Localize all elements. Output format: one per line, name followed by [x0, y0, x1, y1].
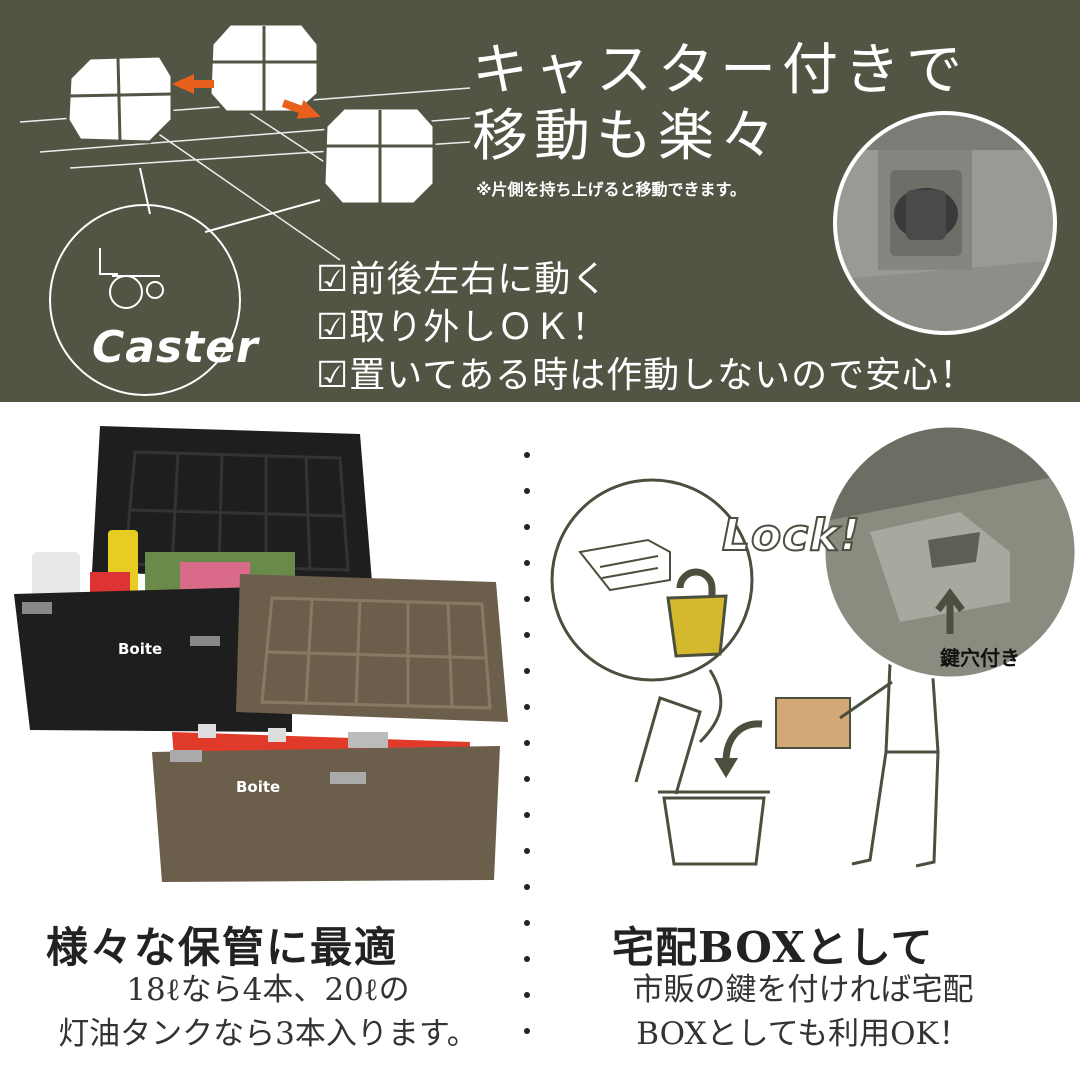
box-icon	[322, 106, 436, 206]
padlock-icon	[666, 568, 728, 658]
delivery-box-illustration	[550, 424, 1078, 868]
arrow-right-icon	[281, 99, 321, 119]
headline: キャスター付きで 移動も楽々	[472, 38, 968, 170]
feature-item: ☑取り外しＯＫ！	[316, 307, 609, 348]
parcel-icon	[775, 697, 851, 749]
curved-arrow-icon	[714, 720, 763, 778]
box-icon	[208, 22, 320, 114]
right-caption-title: 宅配BOXとして	[612, 923, 934, 972]
caster-label: Caster	[92, 322, 259, 373]
arrow-up-icon	[935, 588, 965, 634]
keyhole-photo	[824, 426, 1076, 678]
caster-photo	[833, 111, 1057, 335]
usage-panel: Boite Boite 様々な保管に最適 18ℓなら4本、20ℓの 灯油タンクな…	[0, 402, 1080, 1080]
right-caption-text: 市販の鍵を付ければ宅配 BOXとしても利用OK！	[548, 968, 1058, 1056]
caster-wheel-icon	[99, 248, 164, 309]
keyhole-label: 鍵穴付き	[940, 646, 1020, 670]
moving-boxes-illustration	[19, 22, 470, 396]
box-brand-label: Boite	[118, 640, 163, 658]
lock-label: Lock!	[721, 509, 861, 562]
right-caption-line: BOXとしても利用OK！	[636, 1016, 970, 1052]
caster-note: ※片側を持ち上げると移動できます。	[476, 180, 746, 199]
left-caption-line: 18ℓなら4本、20ℓの	[126, 972, 410, 1008]
right-caption-line: 市販の鍵を付ければ宅配	[632, 972, 974, 1008]
left-caption-text: 18ℓなら4本、20ℓの 灯油タンクなら3本入ります。	[20, 968, 516, 1056]
box-brand-label: Boite	[236, 778, 281, 796]
left-caption-line: 灯油タンクなら3本入ります。	[58, 1016, 478, 1052]
storage-boxes-photo	[14, 426, 508, 882]
feature-item: ☑置いてある時は作動しないので安心！	[316, 355, 977, 396]
left-caption-title: 様々な保管に最適	[46, 923, 399, 972]
caster-feature-panel: Caster キャスター付きで 移動も楽々 ※片側を持ち上げると移動できます。 …	[0, 0, 1080, 402]
feature-item: ☑前後左右に動く	[316, 259, 609, 300]
box-icon	[66, 54, 174, 144]
headline-line-1: キャスター付きで	[472, 38, 968, 103]
arrow-left-icon	[172, 74, 214, 94]
headline-line-2: 移動も楽々	[472, 104, 782, 169]
